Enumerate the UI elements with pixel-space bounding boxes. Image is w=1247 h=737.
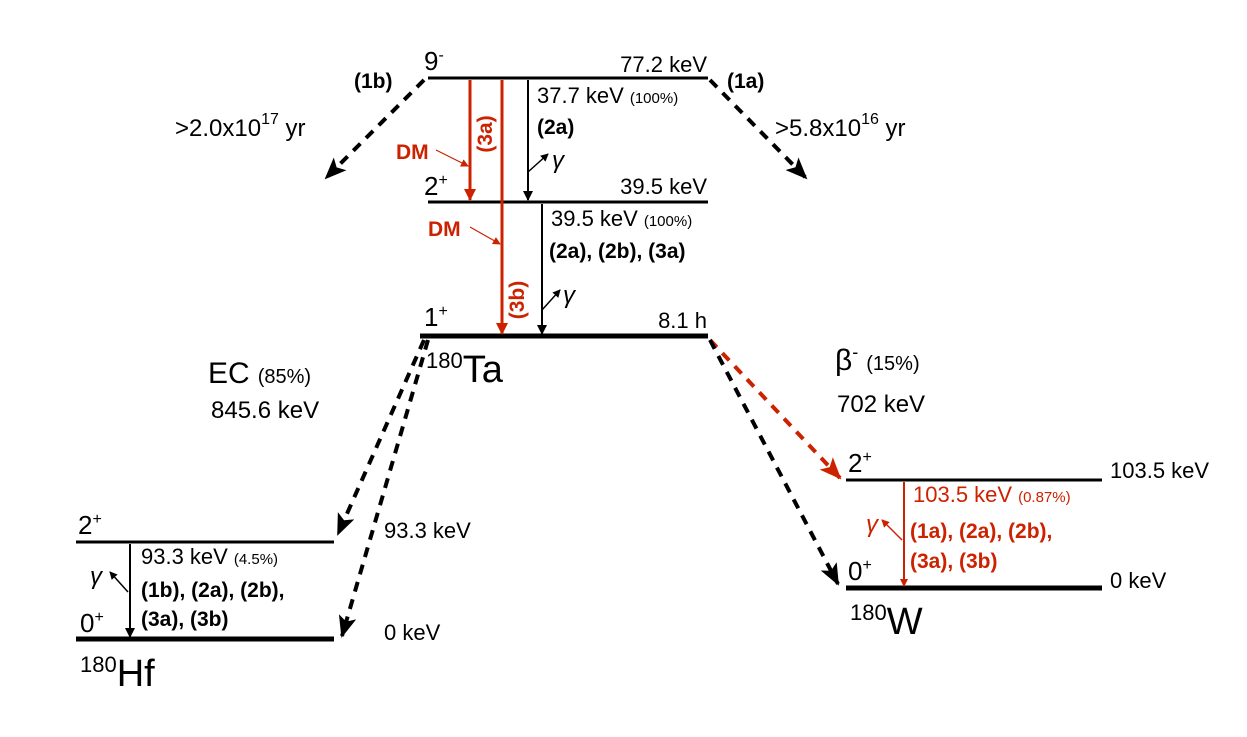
isomer-decay-1b-arrow xyxy=(324,78,426,180)
isomer-decay-1b-limit: >2.0x1017 yr xyxy=(175,111,306,142)
gamma-emission-arrow-1 xyxy=(527,153,549,173)
w-gamma-energy: 103.5 keV(0.87%) xyxy=(913,482,1071,507)
w-nucleus-label: 180W xyxy=(850,600,923,643)
isomer-decay-1b-channel: (1b) xyxy=(354,70,393,93)
beta-qvalue: 702 keV xyxy=(837,391,925,418)
hf-gamma-energy: 93.3 keV(4.5%) xyxy=(141,544,278,569)
dm-channel-3a: (3a) xyxy=(474,115,497,152)
hf-channels-line1: (1b), (2a), (2b), xyxy=(141,579,285,602)
isomer-decay-1a-arrow xyxy=(708,78,808,180)
t2-channels: (2a), (2b), (3a) xyxy=(549,240,686,263)
ta-intermediate-spin: 2+ xyxy=(424,171,448,201)
gamma-symbol-1: γ xyxy=(552,147,566,174)
ta-intermediate-energy: 39.5 keV xyxy=(620,174,707,199)
hf-gamma-symbol: γ xyxy=(90,563,104,590)
gamma-emission-arrow-2 xyxy=(541,289,561,311)
w-channels-line2: (3a), (3b) xyxy=(910,550,998,573)
ec-label: EC(85%) xyxy=(208,357,311,390)
hf-ground-spin: 0+ xyxy=(80,608,104,638)
hf-channels-line2: (3a), (3b) xyxy=(141,608,229,631)
hf-gamma-emission-arrow xyxy=(109,571,129,593)
w-gamma-symbol: γ xyxy=(866,511,880,538)
dm-pointer-a xyxy=(435,149,469,167)
ta-isomer-spin: 9- xyxy=(424,46,444,76)
isomer-decay-1a-limit: >5.8x1016 yr xyxy=(775,111,906,142)
hf-nucleus-label: 180Hf xyxy=(80,652,155,695)
ta-isomer-energy: 77.2 keV xyxy=(620,52,707,77)
w-excited-spin: 2+ xyxy=(848,448,872,478)
dm-pointer-b xyxy=(469,226,501,245)
beta-arrow-ground xyxy=(708,339,840,586)
beta-arrow-excited xyxy=(708,338,842,480)
hf-excited-energy: 93.3 keV xyxy=(384,518,471,543)
hf-ground-energy: 0 keV xyxy=(384,620,441,645)
dm-channel-3b: (3b) xyxy=(506,281,529,320)
w-ground-spin: 0+ xyxy=(848,556,872,586)
hf-excited-spin: 2+ xyxy=(78,510,102,540)
ec-qvalue: 845.6 keV xyxy=(211,397,319,424)
t1-channels: (2a) xyxy=(537,116,574,139)
t2-energy: 39.5 keV(100%) xyxy=(551,206,692,231)
dm-label-b: DM xyxy=(428,218,461,241)
dm-label-a: DM xyxy=(396,141,429,164)
beta-label: β-(15%) xyxy=(835,342,920,377)
ec-arrow-ground xyxy=(338,339,430,638)
t1-energy: 37.7 keV(100%) xyxy=(537,83,678,108)
w-gamma-emission-arrow xyxy=(881,519,903,541)
ta-nucleus-label: 180Ta xyxy=(426,348,504,391)
w-channels-line1: (1a), (2a), (2b), xyxy=(910,520,1052,543)
w-excited-energy: 103.5 keV xyxy=(1110,458,1209,483)
ta-halflife: 8.1 h xyxy=(658,308,707,333)
w-ground-energy: 0 keV xyxy=(1110,568,1167,593)
ta-ground-spin: 1+ xyxy=(424,302,448,332)
gamma-symbol-2: γ xyxy=(563,282,577,309)
isomer-decay-1a-channel: (1a) xyxy=(727,70,764,93)
